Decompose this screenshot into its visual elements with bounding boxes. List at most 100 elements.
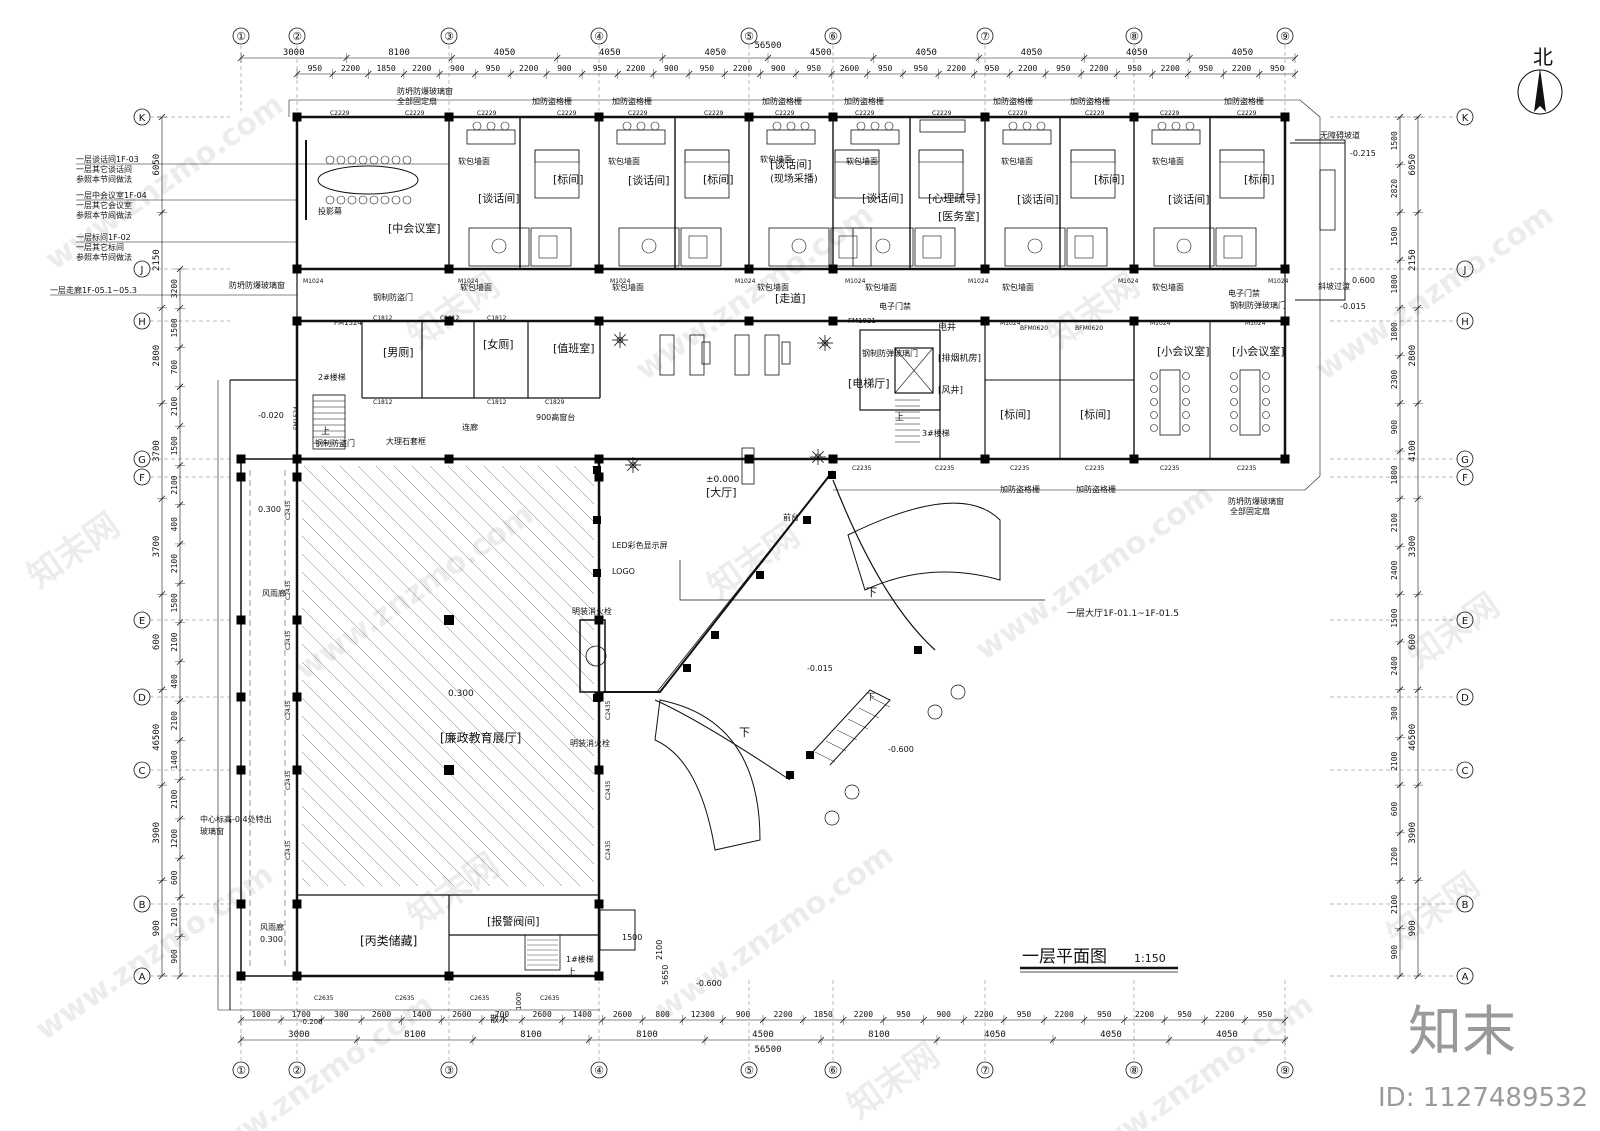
dimension-text: 900 xyxy=(170,949,179,964)
dimension-text: 8100 xyxy=(520,1030,542,1040)
code-door: M1024 xyxy=(1000,320,1021,327)
axis-bubble xyxy=(976,27,994,45)
chair-icon xyxy=(884,121,894,131)
axis-letter: F xyxy=(1462,473,1468,484)
plan-scale: 1:150 xyxy=(1134,952,1166,965)
sink-icon xyxy=(838,235,858,259)
axis-number: ⑦ xyxy=(980,1064,990,1077)
note-anti-theft-grille: 加防盗格栅 xyxy=(532,96,572,106)
chair-icon xyxy=(336,155,346,165)
dimension-text: 900 xyxy=(771,64,786,73)
note-fire-hydrant: 明装消火栓 xyxy=(572,606,612,616)
code-window: C1812 xyxy=(373,315,393,322)
chair-icon xyxy=(1150,385,1158,393)
chair-icon xyxy=(1182,385,1190,393)
note-fire-window-fixed: 全部固定扇 xyxy=(1230,506,1270,516)
chair-icon xyxy=(1182,411,1190,419)
exhibit-hatch xyxy=(302,466,594,886)
column xyxy=(744,316,754,326)
dimension-text: 1500 xyxy=(622,933,642,942)
axis-letter: G xyxy=(138,455,146,466)
room-label-standard-room: [标间] xyxy=(1244,172,1275,186)
column xyxy=(828,454,838,464)
dimension-text: 2200 xyxy=(1055,1010,1074,1019)
chair-icon xyxy=(1230,385,1238,393)
dimension-text: 2200 xyxy=(1089,64,1108,73)
note-fire-window: 防坍防爆玻璃窗 xyxy=(397,86,453,96)
chair-icon xyxy=(1157,121,1167,131)
dimension-text: 600 xyxy=(170,870,179,885)
dimension-text: 2100 xyxy=(170,907,179,926)
dimension-text: 3000 xyxy=(283,48,305,58)
section-marker xyxy=(927,704,943,720)
code-window: C1829 xyxy=(545,399,565,406)
dimension-text: 950 xyxy=(486,64,501,73)
axis-number: ③ xyxy=(444,1064,454,1077)
chair-icon xyxy=(1230,424,1238,432)
dimension-text: 900 xyxy=(1390,945,1399,960)
room-label-medical: [医务室] xyxy=(938,209,980,223)
plant-icon xyxy=(810,449,826,465)
room-label-stair-3: 3#楼梯 xyxy=(922,428,950,438)
code-window: C2635 xyxy=(395,995,415,1002)
chair-icon xyxy=(391,195,401,205)
note-fire-hydrant: 明装消火栓 xyxy=(570,738,610,748)
code-window: C2229 xyxy=(557,110,577,117)
toilet-icon xyxy=(875,238,891,254)
dimension-text: 46500 xyxy=(152,724,162,751)
column xyxy=(593,516,601,524)
note-ref-standard-3: 参照本节间做法 xyxy=(76,252,132,262)
dimension-text: 900 xyxy=(1390,420,1399,435)
code-window: C2635 xyxy=(314,995,334,1002)
dimension-text: 2200 xyxy=(1232,64,1251,73)
dimension-text: 1500 xyxy=(170,318,179,337)
dimension-text: 4050 xyxy=(1231,48,1253,58)
chair-icon xyxy=(391,155,401,165)
column xyxy=(593,694,601,702)
axis-letter: F xyxy=(139,473,145,484)
code-window: C2229 xyxy=(932,110,952,117)
dimension-text: 950 xyxy=(807,64,822,73)
code-door: M1024 xyxy=(610,278,631,285)
code-window: C1812 xyxy=(487,399,507,406)
axis-number: ② xyxy=(292,1064,302,1077)
level-mark: -0.200 xyxy=(300,1018,323,1026)
dimension-text: 2200 xyxy=(626,64,645,73)
dimension-text: 46500 xyxy=(1408,724,1418,751)
column xyxy=(444,615,454,625)
chair-icon xyxy=(1150,372,1158,380)
dimension-text: 1000 xyxy=(251,1010,270,1019)
room-label-stair-2: 2#楼梯 xyxy=(318,372,346,382)
plant-icon xyxy=(817,335,833,351)
dimension-text: 1500 xyxy=(170,436,179,455)
label-logo: LOGO xyxy=(612,567,635,576)
level-mark-exhibit: 0.300 xyxy=(448,689,474,699)
axis-letter: K xyxy=(1462,113,1469,124)
column xyxy=(444,454,454,464)
north-label: 北 xyxy=(1533,45,1553,69)
dimension-text: 700 xyxy=(495,1010,510,1019)
dimension-text: 2200 xyxy=(733,64,752,73)
note-anti-theft-grille: 加防盗格栅 xyxy=(1070,96,1110,106)
dimension-text: 2150 xyxy=(152,249,162,271)
axis-letter: C xyxy=(1462,766,1469,777)
column xyxy=(683,664,691,672)
dimension-text: 6050 xyxy=(1408,154,1418,176)
dimension-text: 950 xyxy=(1056,64,1071,73)
chair-icon xyxy=(380,155,390,165)
dimension-text: 2200 xyxy=(773,1010,792,1019)
level-mark: -0.600 xyxy=(696,979,722,988)
code-window: C2229 xyxy=(1008,110,1028,117)
plant-icon xyxy=(625,457,641,473)
column xyxy=(444,316,454,326)
room-label-small-meeting: [小会议室] xyxy=(1232,344,1285,358)
dimension-text: 1400 xyxy=(170,750,179,769)
column xyxy=(756,571,764,579)
code-window: C2435 xyxy=(605,700,612,720)
dimension-text: 2100 xyxy=(1390,513,1399,532)
label-drain: 散水 xyxy=(490,1013,508,1025)
dimension-text: 2800 xyxy=(152,345,162,367)
code-window: C2435 xyxy=(285,500,292,520)
dimension-text: 2150 xyxy=(1408,249,1418,271)
code-window: C2229 xyxy=(405,110,425,117)
